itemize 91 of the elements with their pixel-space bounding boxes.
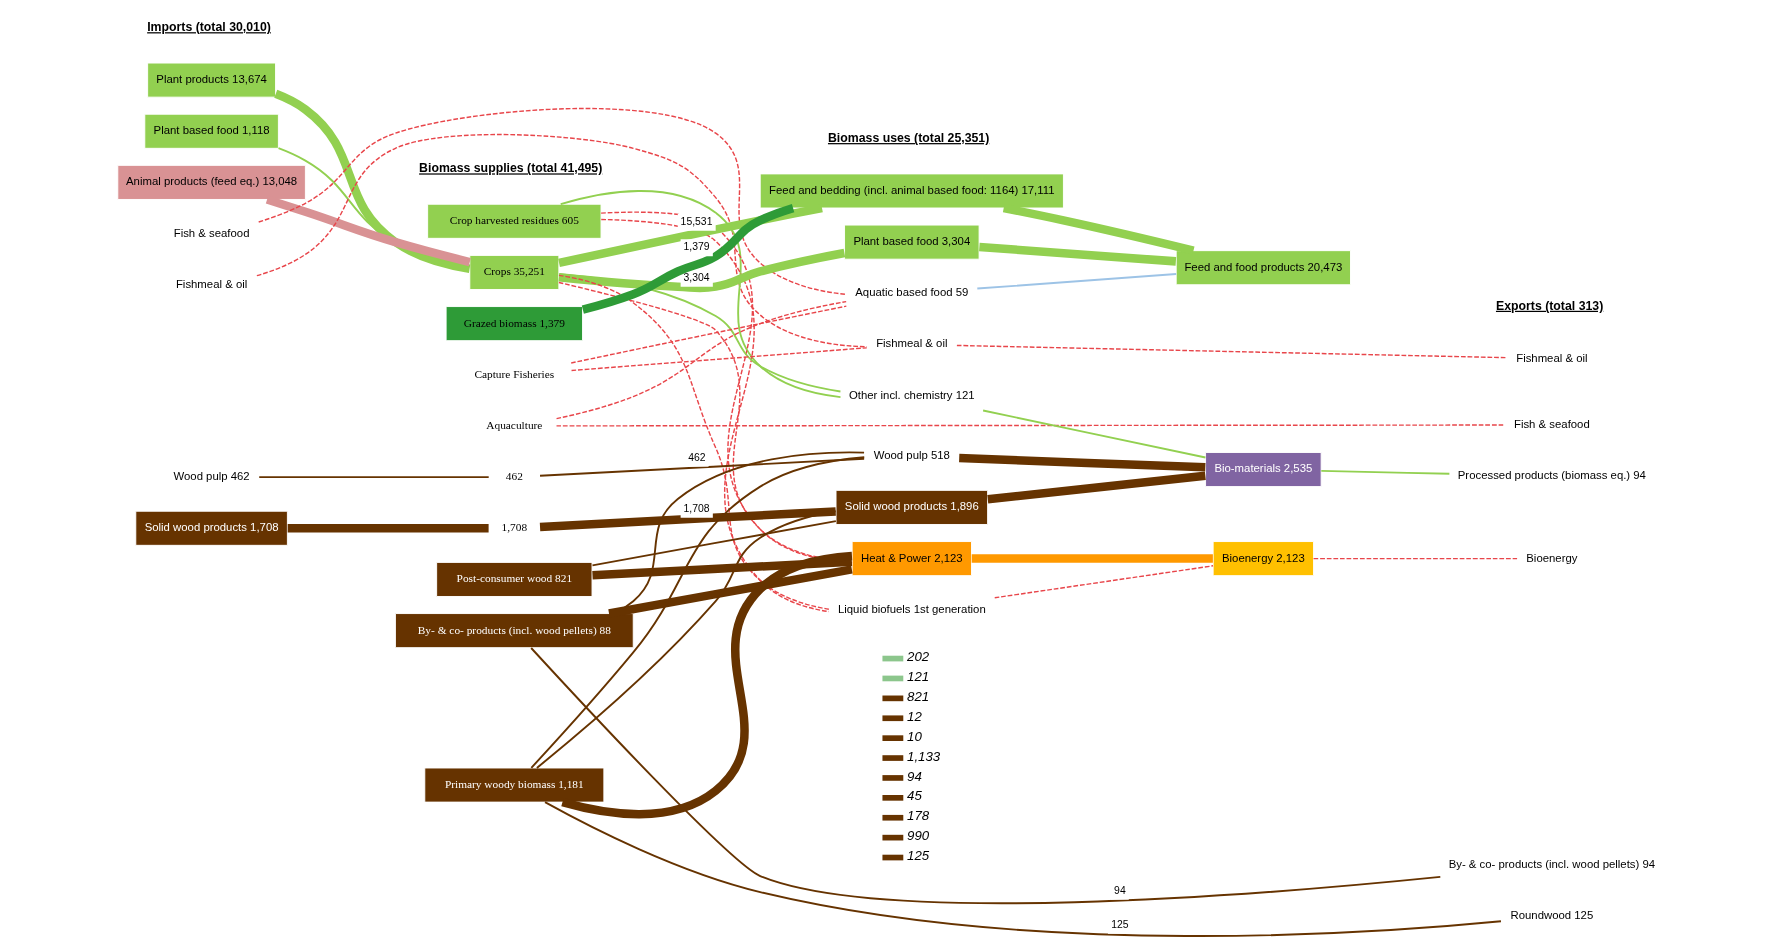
connector — [529, 647, 1441, 905]
connector — [570, 347, 867, 372]
connector — [993, 565, 1214, 599]
connector — [591, 520, 837, 567]
node-text: Fishmeal & oil — [1515, 351, 1588, 364]
connector — [277, 147, 471, 268]
node-text: Fishmeal & oil — [175, 277, 247, 290]
legend-label: 178 — [906, 808, 929, 824]
edge-label: 1,379 — [682, 241, 710, 253]
node-box: Grazed biomass 1,379 — [445, 306, 583, 342]
node-box: Animal products (feed eq.) 13,048 — [116, 164, 306, 200]
node-box: Bio-materials 2,535 — [1204, 452, 1322, 488]
node-text: Wood pulp 462 — [172, 470, 250, 483]
node-text: Roundwood 125 — [1510, 908, 1593, 921]
connector — [255, 133, 867, 348]
connector — [1312, 557, 1518, 560]
connector — [529, 456, 865, 769]
node-box: Feed and food products 20,473 — [1175, 250, 1351, 286]
node-text: Fish & seafood — [173, 226, 249, 239]
label: Imports (total 30,010) — [146, 20, 271, 35]
connector — [581, 204, 794, 314]
label: Biomass uses (total 25,351) — [827, 131, 989, 146]
node-box: Solid wood products 1,896 — [835, 489, 988, 525]
edge-label: 1,708 — [682, 502, 710, 514]
legend-label: 121 — [906, 669, 929, 685]
node-box: Heat & Power 2,123 — [851, 541, 972, 577]
node-text: Processed products (biomass eq.) 94 — [1457, 469, 1646, 482]
node-text: 462 — [505, 470, 523, 483]
node-text: Aquaculture — [485, 418, 542, 431]
connector — [570, 305, 847, 364]
legend-label: 1,133 — [906, 748, 940, 764]
node-box: Solid wood products 1,708 — [134, 510, 288, 546]
connector — [257, 476, 490, 479]
node-box: Crop harvested residues 605 — [426, 203, 601, 239]
node-text: Aquatic based food 59 — [854, 286, 968, 299]
connector — [607, 565, 853, 618]
node-text: 1,708 — [501, 521, 527, 534]
edge-label: 3,304 — [682, 271, 710, 283]
connector — [591, 557, 852, 580]
connector — [557, 273, 841, 393]
node-text: Fish & seafood — [1513, 417, 1590, 430]
node-text: By- & co- products (incl. wood pellets) 94 — [1448, 857, 1655, 870]
node-box: Plant products 13,674 — [146, 62, 276, 98]
node-text: Fishmeal & oil — [875, 337, 947, 350]
node-box: Post-consumer wood 821 — [435, 561, 592, 597]
node-box: Crops 35,251 — [468, 254, 559, 290]
node-box: Plant based food 3,304 — [843, 224, 980, 260]
node-box: Feed and bedding (incl. animal based food: 1164) 17,111 — [759, 173, 1064, 209]
connector — [978, 242, 1176, 266]
node-text: Liquid biofuels 1st generation — [837, 602, 986, 615]
node-box: By- & co- products (incl. wood pellets) 88 — [394, 613, 634, 649]
label: Exports (total 313) — [1495, 298, 1603, 313]
legend-label: 45 — [906, 788, 922, 804]
edge-label: 15,531 — [680, 215, 712, 227]
connector — [559, 190, 841, 399]
legend-label: 12 — [906, 708, 922, 724]
node-box: Primary woody biomass 1,181 — [423, 767, 604, 803]
legend-label: 94 — [906, 768, 922, 784]
connector — [560, 551, 852, 819]
connector — [555, 300, 847, 420]
connector — [535, 510, 837, 769]
connector — [975, 273, 1177, 290]
connector — [558, 248, 845, 293]
node-text: Wood pulp 518 — [873, 449, 950, 462]
node-box: Plant based food 1,118 — [143, 113, 279, 149]
connector — [555, 424, 1506, 427]
connector — [287, 524, 489, 533]
node-text: Bioenergy — [1525, 551, 1577, 564]
legend-label: 125 — [906, 848, 929, 864]
connector — [958, 453, 1205, 472]
edge-label: 125 — [1110, 918, 1129, 930]
legend-label: 10 — [906, 728, 922, 744]
connector — [539, 507, 836, 532]
label: Biomass supplies (total 41,495) — [418, 161, 602, 176]
edge-label: 462 — [687, 451, 706, 463]
edge-label: 94 — [1113, 884, 1126, 896]
legend-label: 202 — [906, 649, 929, 665]
node-box: Bioenergy 2,123 — [1212, 541, 1314, 577]
connector — [557, 274, 830, 610]
node-text: Capture Fisheries — [473, 367, 554, 380]
connector — [971, 554, 1213, 563]
connector — [981, 409, 1206, 459]
legend-label: 990 — [906, 828, 929, 844]
connector — [600, 218, 829, 613]
node-text: Other incl. chemistry 121 — [848, 388, 975, 401]
connector — [257, 107, 847, 296]
connector — [955, 344, 1507, 359]
legend-label: 821 — [906, 688, 929, 704]
connector — [1319, 469, 1450, 475]
connector — [538, 457, 865, 477]
connector — [986, 471, 1206, 504]
